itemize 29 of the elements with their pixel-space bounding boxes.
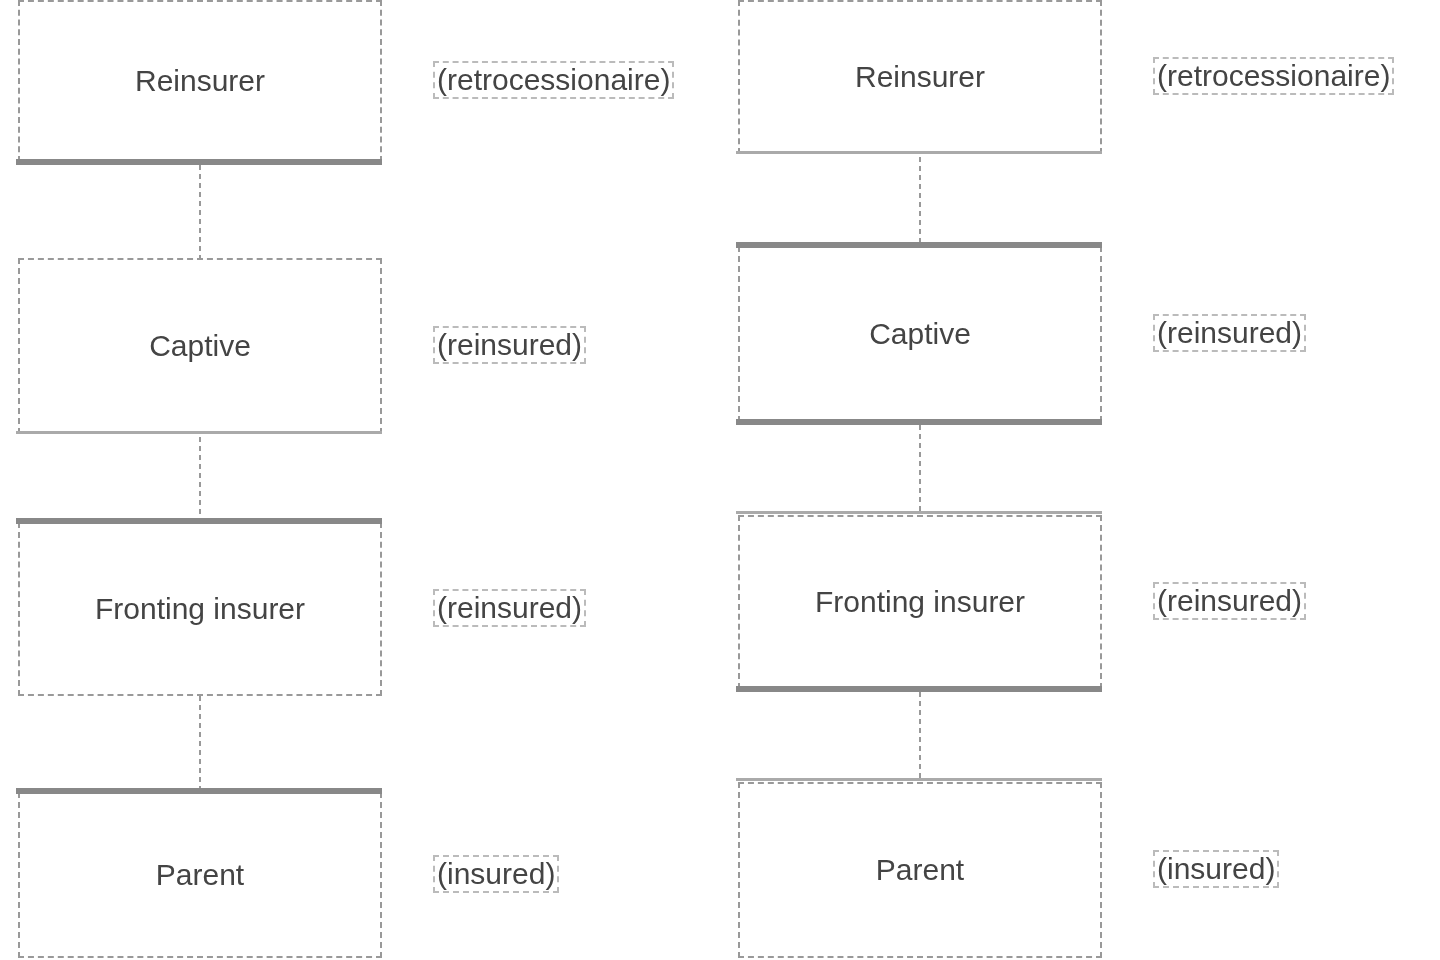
entity-name: Fronting insurer [814, 585, 1026, 619]
role-label: (retrocessionaire) [433, 61, 675, 99]
entity-name: Reinsurer [134, 64, 266, 98]
connector-line [199, 164, 201, 259]
entity-name: Captive [869, 317, 971, 351]
entity-box [738, 0, 1102, 154]
entity-box [18, 522, 382, 696]
entity-box [738, 782, 1102, 958]
connector-line [199, 695, 201, 789]
entity-box [18, 0, 382, 162]
role-label: (retrocessionaire) [1153, 57, 1395, 95]
role-label: (reinsured) [433, 326, 587, 364]
entity-box [738, 246, 1102, 422]
entity-name: Parent [875, 853, 965, 887]
entity-box [18, 258, 382, 434]
role-label: (reinsured) [1153, 314, 1307, 352]
entity-name: Reinsurer [854, 60, 986, 94]
connector-line [919, 691, 921, 779]
role-label: (reinsured) [433, 589, 587, 627]
entity-name: Fronting insurer [94, 592, 306, 626]
entity-box [18, 792, 382, 958]
role-label: (insured) [1153, 850, 1280, 888]
entity-name: Parent [155, 858, 245, 892]
entity-box [738, 515, 1102, 689]
entity-name: Captive [149, 329, 251, 363]
connector-line [919, 156, 921, 243]
connector-line [919, 424, 921, 512]
role-label: (insured) [433, 855, 560, 893]
role-label: (reinsured) [1153, 582, 1307, 620]
